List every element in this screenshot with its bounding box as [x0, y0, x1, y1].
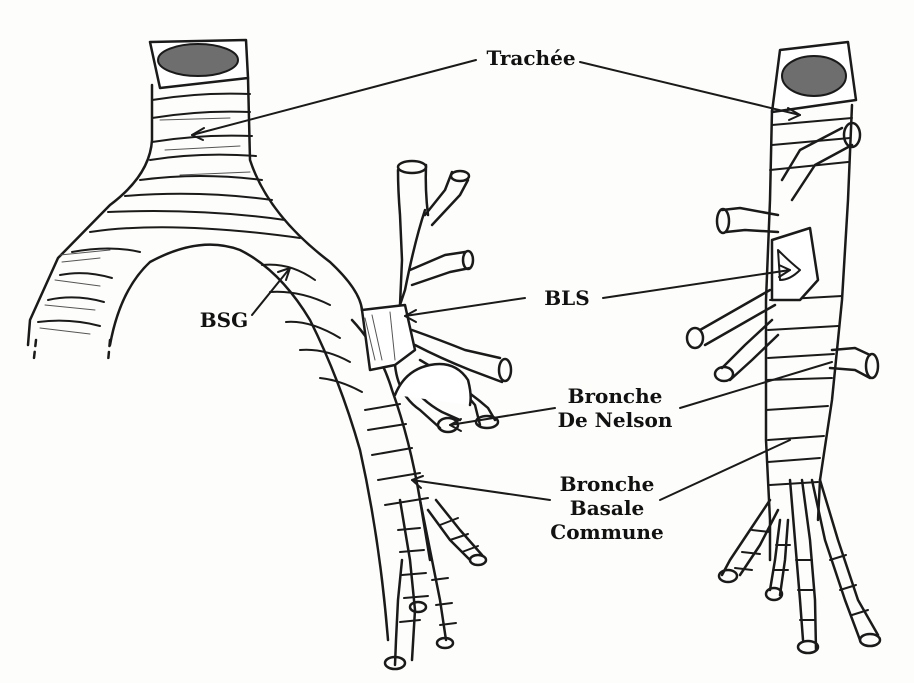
- right-trachea-wall-left: [766, 110, 772, 560]
- arrow-basale-right: [660, 440, 790, 500]
- left-trachea-lumen: [158, 44, 238, 76]
- right-lower-branches: [719, 480, 880, 653]
- label-basale: Bronche Basale Commune: [548, 472, 666, 544]
- left-cut-dashes: [34, 340, 110, 362]
- carina-curve: [110, 245, 388, 640]
- left-specimen: [28, 40, 555, 669]
- label-trachee: Trachée: [486, 46, 576, 70]
- label-basale-line1: Bronche: [548, 472, 666, 496]
- right-trachea-lumen: [782, 56, 846, 96]
- left-trachea-wall-right: [248, 78, 362, 310]
- label-basale-line2: Basale: [548, 496, 666, 520]
- arrow-bls-left: [405, 298, 525, 316]
- arrow-nelson-right: [680, 362, 832, 408]
- arrow-basale-left: [412, 480, 550, 500]
- left-trachea-wall: [28, 85, 152, 345]
- label-basale-line3: Commune: [548, 520, 666, 544]
- left-hatch-shading: [40, 118, 250, 334]
- label-nelson-line1: Bronche: [555, 384, 675, 408]
- label-bsg: BSG: [196, 308, 252, 332]
- arrow-nelson-left: [450, 408, 555, 425]
- right-trachea-wall-right: [818, 105, 852, 520]
- left-upper-lobe-branches: [362, 161, 511, 432]
- arrow-trachee-right: [580, 62, 800, 115]
- label-nelson-line2: De Nelson: [555, 408, 675, 432]
- right-specimen: [580, 42, 880, 653]
- label-bls: BLS: [534, 286, 600, 310]
- left-main-bronchus: [362, 210, 425, 314]
- label-nelson: Bronche De Nelson: [555, 384, 675, 432]
